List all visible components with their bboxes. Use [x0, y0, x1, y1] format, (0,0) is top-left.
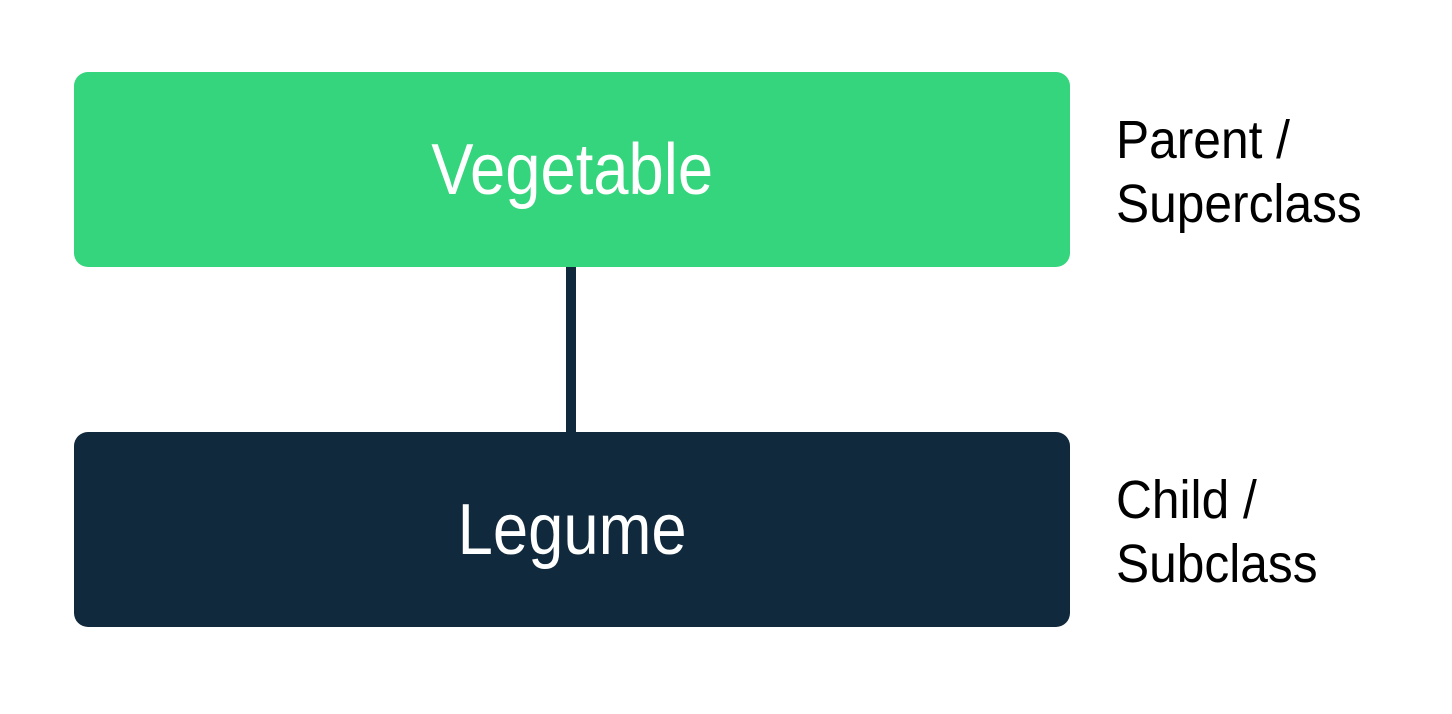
class-box-parent[interactable]: Vegetable: [74, 72, 1070, 267]
role-annotation-child-line-1: Child /: [1116, 470, 1257, 530]
class-box-parent-label: Vegetable: [431, 129, 713, 210]
role-annotation-parent: Parent / Superclass: [1116, 108, 1383, 236]
class-box-child[interactable]: Legume: [74, 432, 1070, 627]
class-box-child-label: Legume: [457, 489, 687, 570]
role-annotation-parent-line-2: Superclass: [1116, 174, 1362, 234]
role-annotation-parent-line-1: Parent /: [1116, 110, 1290, 170]
role-annotation-child-line-2: Subclass: [1116, 534, 1318, 594]
inheritance-connector-line: [566, 262, 576, 438]
role-annotation-child: Child / Subclass: [1116, 468, 1335, 596]
